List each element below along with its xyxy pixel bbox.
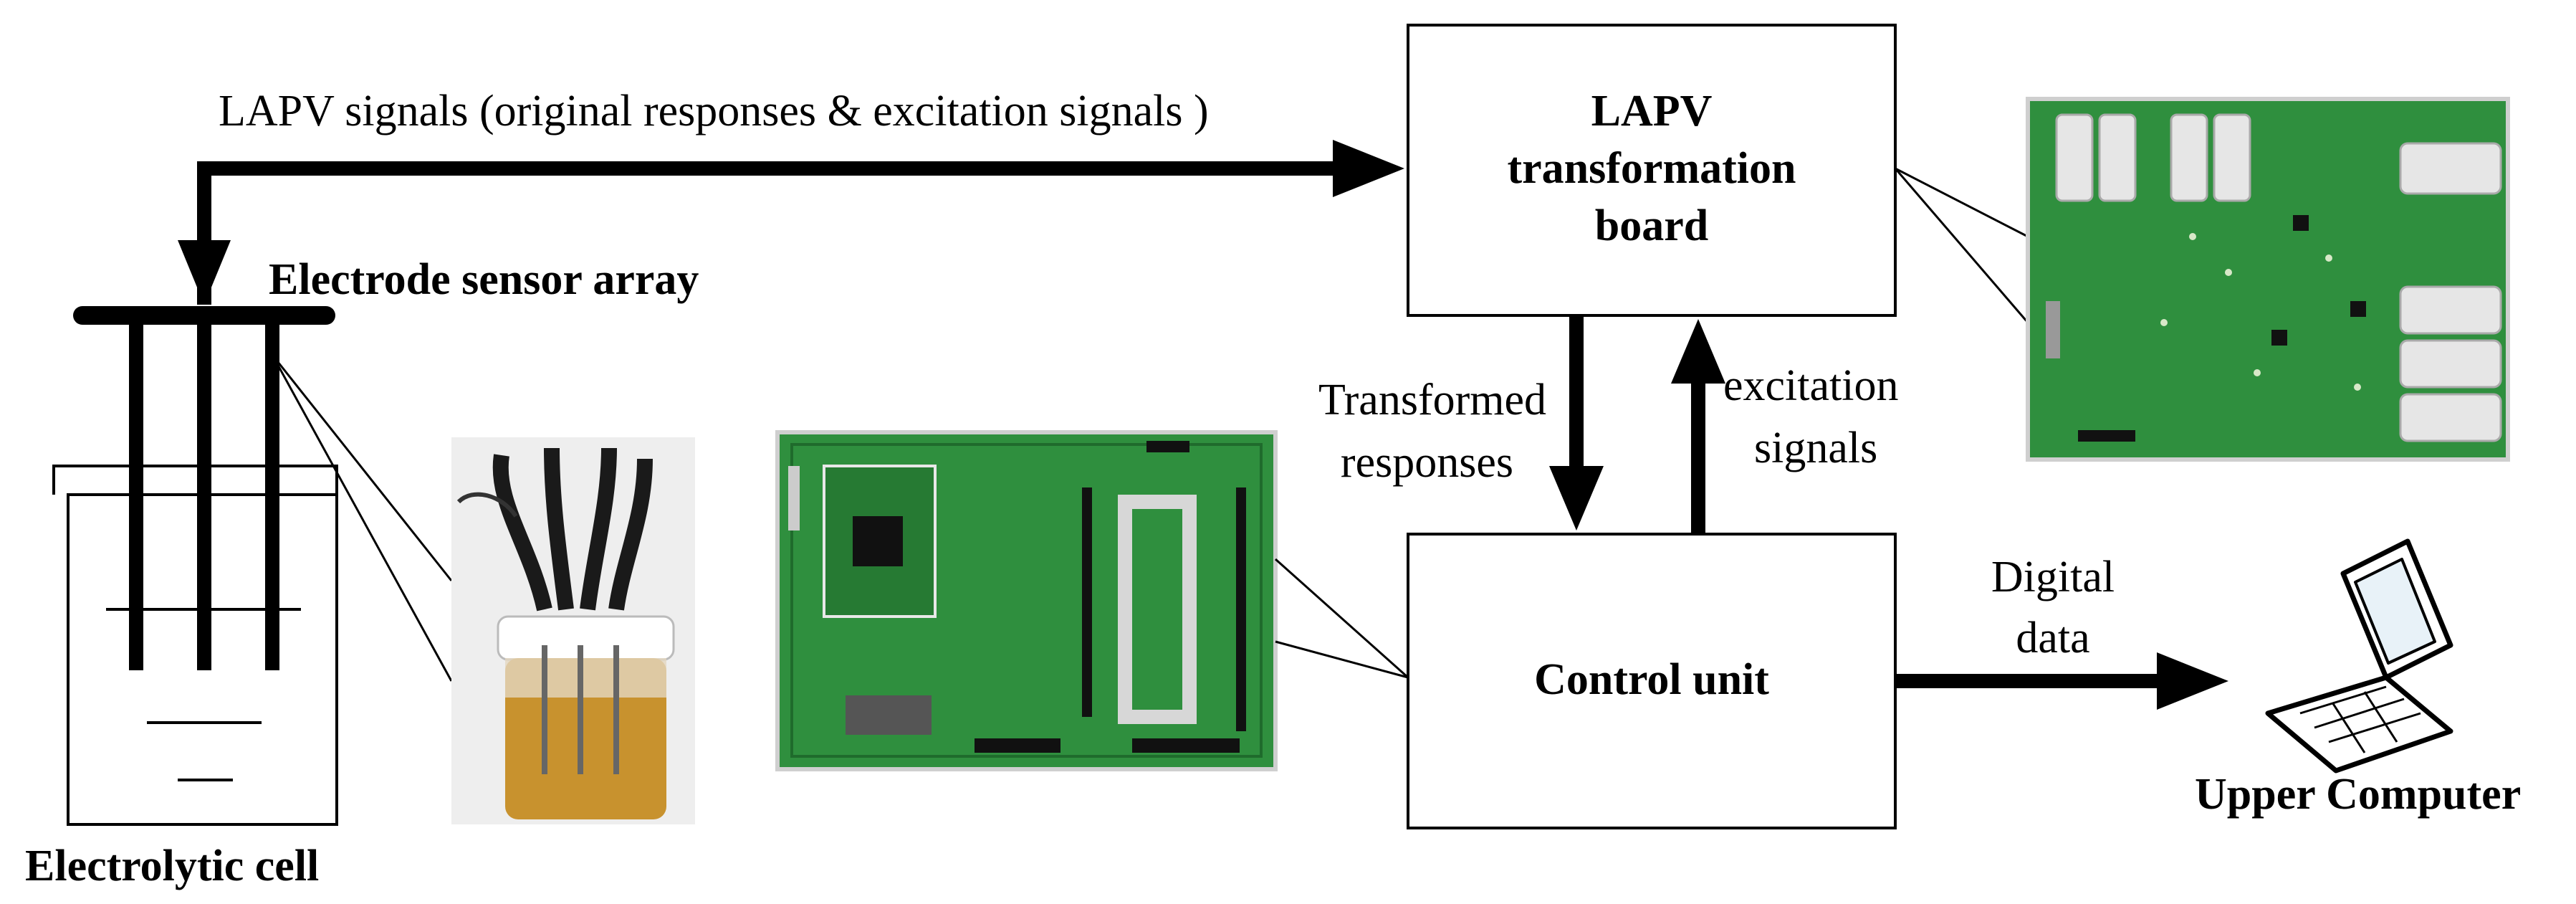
digital-data-arrow <box>1895 652 2228 710</box>
electrode-sensor-array-label: Electrode sensor array <box>269 255 699 304</box>
control-board-callout <box>1275 558 1409 679</box>
transformed-label-line2: responses <box>1341 438 1513 487</box>
electrode-photo <box>451 437 695 824</box>
excitation-label-line1: excitation <box>1723 361 1898 410</box>
electrolytic-cell <box>52 465 338 826</box>
lapv-board-photo <box>2026 97 2510 462</box>
control-board-photo <box>775 430 1278 771</box>
lapv-signals-label: LAPV signals (original responses & excit… <box>219 87 1209 135</box>
lapv-board-label-line3: board <box>1595 201 1708 250</box>
lapv-transformation-board-box <box>1407 24 1897 317</box>
excitation-label-line2: signals <box>1754 424 1877 472</box>
digital-label-line2: data <box>2016 614 2089 662</box>
lapv-board-label-line2: transformation <box>1508 144 1796 193</box>
lapv-board-callout <box>1894 167 2029 323</box>
electrode-photo-callout <box>271 354 453 682</box>
digital-label-line1: Digital <box>1991 553 2115 601</box>
electrolytic-cell-label: Electrolytic cell <box>25 842 319 890</box>
laptop-icon <box>2265 538 2453 774</box>
arrowhead-down <box>178 240 231 305</box>
lapv-signal-arrow <box>178 140 1404 305</box>
control-unit-label: Control unit <box>1534 655 1769 704</box>
upper-computer-label: Upper Computer <box>2195 770 2521 819</box>
lapv-board-label-line1: LAPV <box>1591 87 1713 135</box>
excitation-signals-arrow <box>1671 319 1725 534</box>
transformed-responses-arrow <box>1549 315 1604 530</box>
transformed-label-line1: Transformed <box>1318 376 1546 424</box>
arrowhead-right <box>1333 140 1404 197</box>
control-unit-box <box>1407 533 1897 829</box>
electrode-sensor-array <box>73 306 335 670</box>
